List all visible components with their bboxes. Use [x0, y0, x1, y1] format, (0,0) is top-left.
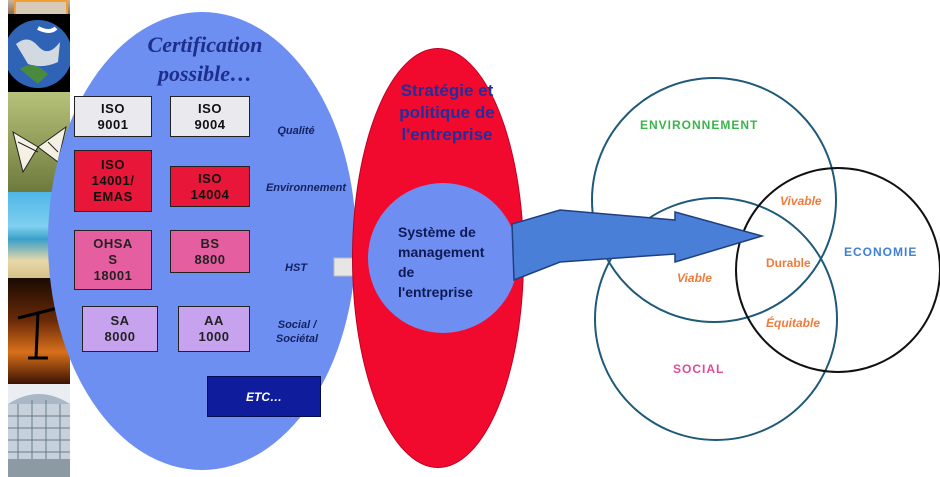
label-equitable: Équitable	[766, 316, 821, 330]
certification-title-line1: Certification	[147, 32, 263, 57]
category-environnement: Environnement	[265, 182, 347, 194]
label-environnement: ENVIRONNEMENT	[640, 118, 759, 132]
label-vivable: Vivable	[780, 194, 822, 208]
earth-icon	[8, 20, 70, 88]
photo-earth	[8, 14, 70, 92]
etc-label: ETC…	[246, 389, 282, 404]
building-icon	[8, 394, 70, 477]
photo-portrait	[8, 0, 70, 14]
label-social: SOCIAL	[673, 362, 725, 376]
label-viable: Viable	[677, 271, 712, 285]
management-system-circle	[368, 183, 518, 333]
oil-pump-icon	[17, 306, 59, 360]
environnement-circle	[591, 77, 837, 323]
category-qualite: Qualité	[277, 125, 315, 137]
label-economie: ECONOMIE	[844, 245, 918, 259]
blue-arrow-icon	[511, 209, 765, 282]
photo-building	[8, 384, 70, 477]
strategy-title: Stratégie et politique de l'entreprise	[399, 81, 495, 144]
label-durable: Durable	[766, 256, 811, 270]
social-circle	[594, 197, 838, 441]
economie-circle	[735, 167, 940, 373]
category-hst: HST	[285, 262, 307, 274]
category-social: Social / Sociétal	[275, 319, 319, 345]
etc-box: ETC…	[207, 376, 321, 417]
certification-title-line2: possible…	[157, 61, 253, 86]
certification-title: Certification possible…	[120, 30, 290, 88]
management-system-label: Système de management de l'entreprise	[398, 224, 485, 300]
